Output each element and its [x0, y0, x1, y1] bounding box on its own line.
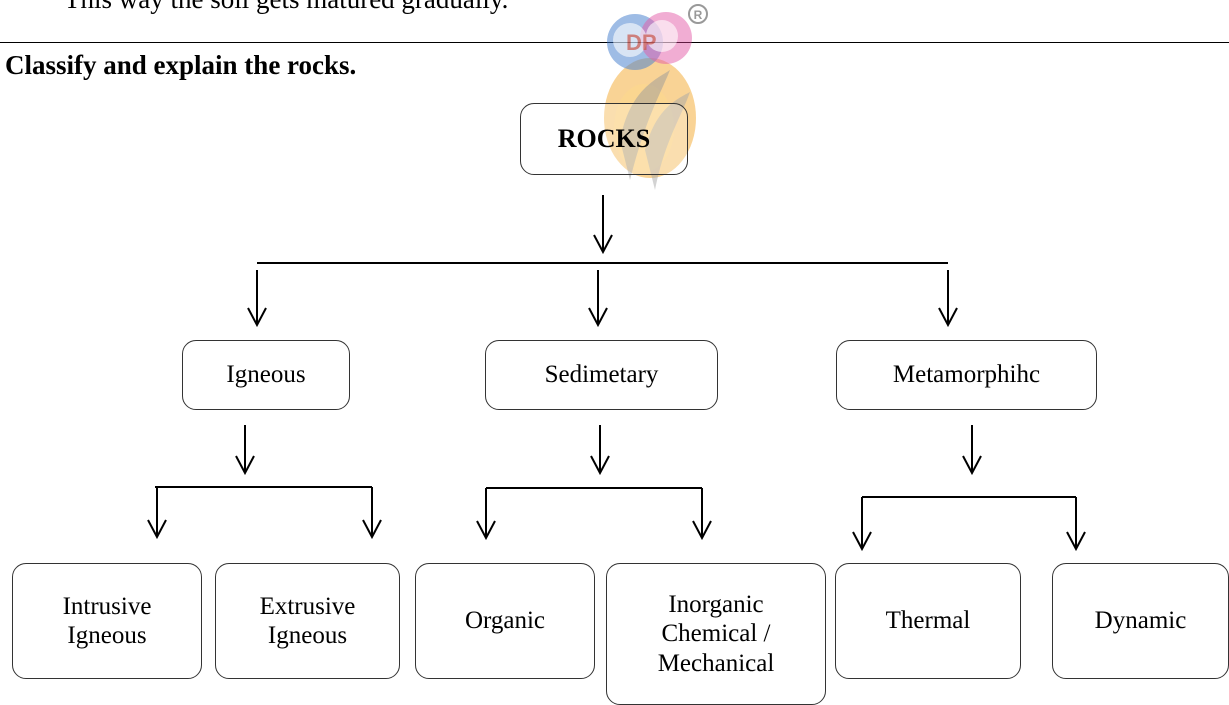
category-label: Metamorphihc	[892, 361, 1041, 389]
subtype-node-1-0: Organic	[415, 563, 595, 679]
arrow-category-0-child-0-head	[147, 519, 167, 540]
arrow-category-0-down-head	[235, 455, 255, 476]
previous-paragraph-line: This way the soil gets matured gradually…	[64, 0, 508, 15]
category-label: Igneous	[226, 361, 306, 389]
category-node-metamorphihc: Metamorphihc	[836, 340, 1097, 410]
subtype-label-line: Mechanical	[657, 649, 775, 677]
arrow-category-2-down-head	[962, 455, 982, 476]
subtype-label-line: Thermal	[885, 607, 971, 635]
arrow-category-1-child-1-head	[692, 520, 712, 541]
category-label: Sedimetary	[544, 361, 659, 389]
arrow-root-head	[593, 234, 613, 255]
arrow-category-2-child-1-head	[1066, 531, 1086, 552]
arrow-category-1-down-head	[590, 455, 610, 476]
category-node-igneous: Igneous	[182, 340, 350, 410]
arrow-to-category-2-head	[938, 307, 958, 328]
subtype-node-2-0: Thermal	[835, 563, 1021, 679]
watermark-text: DP	[626, 30, 657, 55]
arrow-category-1-child-0-head	[476, 520, 496, 541]
arrow-to-category-0-head	[247, 307, 267, 328]
subtype-label-line: Dynamic	[1094, 607, 1187, 635]
category-node-sedimetary: Sedimetary	[485, 340, 718, 410]
arrow-category-0-child-1-head	[362, 519, 382, 540]
registered-mark: R	[694, 8, 703, 22]
dp-logo-watermark: DP R	[604, 4, 708, 190]
root-node-label: ROCKS	[557, 123, 651, 153]
subtype-label-line: Igneous	[67, 622, 147, 649]
subtype-node-2-1: Dynamic	[1052, 563, 1229, 679]
subtype-label-line: Igneous	[267, 622, 348, 649]
subtype-label-line: Organic	[464, 607, 546, 635]
subtype-label-line: Chemical /	[661, 620, 771, 648]
arrow-category-2-child-0-head	[852, 531, 872, 552]
subtype-label-line: Intrusive	[62, 592, 152, 620]
arrow-to-category-1-head	[588, 307, 608, 328]
subtype-label-line: Extrusive	[259, 592, 356, 620]
subtype-label-line: Inorganic	[668, 590, 764, 618]
root-node-rocks: ROCKS	[520, 103, 688, 175]
question-heading: Classify and explain the rocks.	[5, 50, 357, 80]
